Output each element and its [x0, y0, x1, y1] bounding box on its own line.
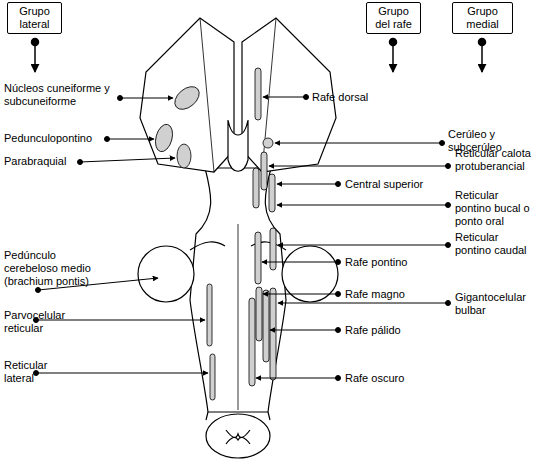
leader-line: [275, 143, 442, 144]
nucleus-label: Reticular lateral: [4, 359, 64, 385]
spinal-cord: [206, 414, 270, 458]
group-box: Grupo lateral: [7, 2, 62, 34]
nucleus-label: Reticular pontino bucal o ponto oral: [455, 189, 533, 228]
nucleus-label: Núcleos cuneiforme y subcuneiforme: [4, 82, 116, 108]
nucleus: [177, 144, 191, 168]
nuclei: [153, 68, 276, 400]
tectum: [228, 120, 248, 171]
nucleus: [210, 354, 215, 400]
midline: [238, 224, 239, 410]
nucleus-label: Central superior: [345, 178, 445, 191]
leader-line: [278, 245, 448, 246]
nucleus-label: Reticular calota protuberancial: [455, 147, 533, 173]
nucleus-label: Rafe pontino: [345, 256, 435, 269]
nucleus: [255, 232, 261, 284]
leader-line: [262, 262, 338, 263]
nucleus: [270, 228, 276, 270]
nucleus-label: Pedúnculo cerebeloso medio (brachium pon…: [4, 249, 104, 288]
nucleus-label: Reticular pontino caudal: [455, 231, 535, 257]
nucleus-label: Rafe dorsal: [312, 91, 392, 104]
nucleus: [249, 298, 255, 386]
cord-junction: [206, 412, 270, 420]
nucleus-label: Gigantocelular bulbar: [455, 291, 535, 317]
nucleus: [170, 82, 203, 114]
group-box-content: Grupo medial: [459, 5, 506, 31]
nucleus: [207, 284, 212, 346]
leader-line: [269, 166, 448, 167]
nucleus: [270, 288, 276, 380]
leader-line: [263, 294, 338, 295]
nucleus-label: Rafe oscuro: [345, 372, 435, 385]
nucleus-label: Rafe magno: [345, 288, 435, 301]
nucleus: [263, 138, 273, 148]
group-title: Grupo medial: [459, 5, 506, 31]
nucleus: [255, 68, 261, 120]
leader-line: [277, 184, 338, 185]
nucleus: [256, 287, 262, 341]
nucleus-label: Parabraquial: [4, 155, 114, 168]
nucleus-label: Parvocelular reticular: [4, 309, 79, 335]
group-title: Grupo del rafe: [373, 5, 414, 31]
leader-line: [270, 330, 338, 331]
nucleus: [261, 152, 267, 190]
group-arrow: [481, 42, 483, 72]
leader-line: [120, 98, 173, 99]
nucleus: [253, 168, 259, 208]
group-box: Grupo medial: [452, 2, 513, 34]
group-arrow: [392, 42, 394, 72]
brainstem-outline: [138, 18, 338, 458]
group-box-content: Grupo del rafe: [373, 5, 414, 31]
cerebellar-peduncle: [138, 246, 194, 302]
cerebral-peduncle: [140, 18, 234, 172]
nucleus: [153, 122, 176, 153]
leader-line: [107, 139, 154, 140]
leader-line: [277, 205, 448, 206]
nucleus-label: Pedunculopontino: [4, 132, 114, 145]
group-title: Grupo lateral: [14, 5, 55, 31]
group-box: Grupo del rafe: [366, 2, 421, 34]
leader-line: [256, 378, 338, 379]
nucleus: [263, 290, 269, 362]
leader-line: [36, 373, 208, 374]
leader-line: [263, 97, 306, 98]
leader-line: [80, 158, 175, 162]
leader-lines: [34, 95, 451, 381]
peduncle-contour: [200, 18, 276, 172]
group-box-content: Grupo lateral: [14, 5, 55, 31]
nucleus-label: Rafe pálido: [345, 324, 435, 337]
nucleus: [269, 174, 275, 212]
grey-matter: [226, 430, 250, 444]
pons-medulla: [190, 168, 286, 412]
leader-line: [278, 303, 448, 304]
group-arrow: [34, 42, 36, 72]
